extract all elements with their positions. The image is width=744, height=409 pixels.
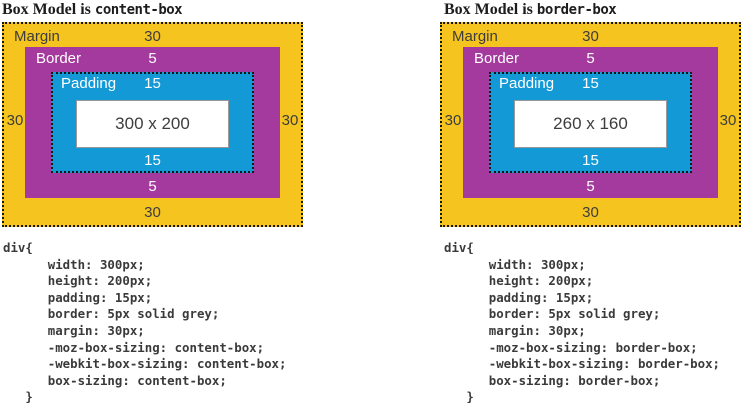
border-value-top: 5 — [586, 50, 595, 67]
css-code-block: div{ width: 300px; height: 200px; paddin… — [3, 240, 287, 405]
padding-label: Padding — [61, 75, 117, 92]
padding-label: Padding — [499, 75, 555, 92]
margin-value-top: 30 — [582, 28, 599, 45]
margin-label: Margin — [14, 28, 60, 45]
content-size-label: 260 x 160 — [553, 114, 628, 133]
padding-box-region: Padding 15 15 260 x 160 — [489, 72, 692, 173]
title-text: Box Model is — [2, 1, 91, 18]
content-box-region: 300 x 200 — [76, 100, 229, 148]
margin-value-right: 30 — [719, 112, 737, 129]
padding-value-top: 15 — [144, 75, 161, 92]
padding-value-bottom: 15 — [582, 152, 599, 169]
title-boxsizing-mode: border-box — [536, 2, 617, 18]
content-size-label: 300 x 200 — [115, 114, 190, 133]
border-box-region: Border 5 5 Padding 15 15 260 x 160 — [463, 47, 718, 198]
border-value-bottom: 5 — [586, 178, 595, 195]
margin-value-left: 30 — [444, 112, 462, 129]
padding-box-region: Padding 15 15 300 x 200 — [51, 72, 254, 173]
border-value-top: 5 — [148, 50, 157, 67]
border-value-bottom: 5 — [148, 178, 157, 195]
title-text: Box Model is — [444, 1, 533, 18]
margin-value-left: 30 — [6, 112, 24, 129]
margin-label: Margin — [452, 28, 498, 45]
css-code-block: div{ width: 300px; height: 200px; paddin… — [444, 240, 721, 405]
title-boxsizing-mode: content-box — [94, 2, 183, 18]
box-model-diagram: Margin 30 30 30 5 5 15 15 30 Border 5 5 … — [2, 22, 303, 227]
border-label: Border — [474, 50, 520, 67]
margin-value-bottom: 30 — [582, 204, 599, 221]
margin-value-top: 30 — [144, 28, 161, 45]
padding-value-top: 15 — [582, 75, 599, 92]
box-model-diagram: Margin 30 30 30 5 5 15 15 30 Border 5 5 … — [440, 22, 741, 227]
border-box-region: Border 5 5 Padding 15 15 300 x 200 — [25, 47, 280, 198]
content-box-region: 260 x 160 — [514, 100, 667, 148]
margin-value-bottom: 30 — [144, 204, 161, 221]
padding-value-bottom: 15 — [144, 152, 161, 169]
border-label: Border — [36, 50, 82, 67]
margin-value-right: 30 — [281, 112, 299, 129]
